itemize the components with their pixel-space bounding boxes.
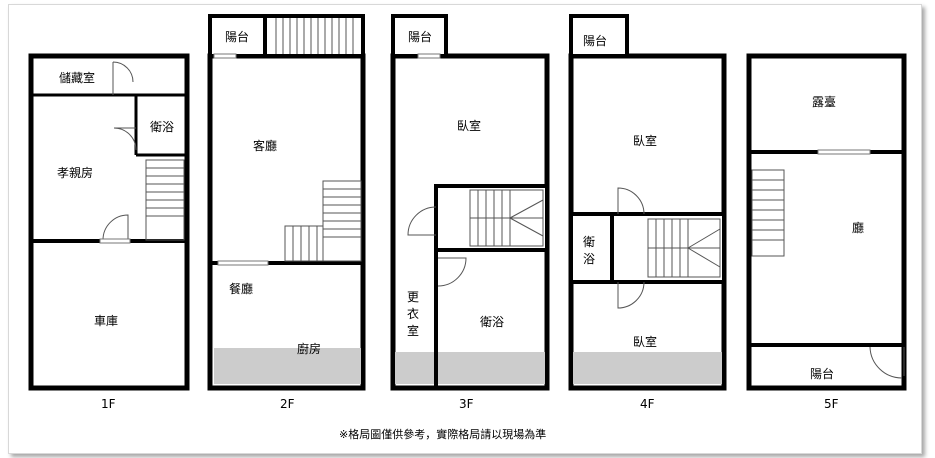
3f-bath-label: 衛浴 [480, 315, 504, 329]
floor-plan-4f: 陽台 臥室 衛 浴 臥室 4F [568, 14, 727, 411]
2f-dining-label: 餐廳 [229, 281, 253, 296]
1f-stairs [145, 159, 185, 241]
4f-bedroom2-label: 臥室 [633, 334, 657, 349]
3f-stairs [469, 189, 544, 247]
5f-balcony-label: 陽台 [810, 366, 834, 381]
floor-label-4f: 4F [640, 397, 655, 411]
5f-door [869, 346, 905, 379]
1f-bath-label: 衛浴 [150, 120, 174, 134]
5f-outer-wall [746, 53, 907, 391]
3f-closet-label-2: 衣 [407, 306, 419, 321]
5f-hall-label: 廳 [852, 220, 864, 235]
4f-doors [617, 187, 645, 309]
floor-label-1f: 1F [101, 397, 116, 411]
floor-label-2f: 2F [280, 397, 295, 411]
3f-closet-label-3: 室 [407, 323, 419, 338]
5f-stairs [751, 169, 785, 257]
4f-bath-label-1: 衛 [583, 235, 595, 249]
3f-balcony-label: 陽台 [408, 29, 432, 44]
floor-plan-3f: 陽台 臥室 更 衣 室 衛浴 3F [390, 14, 550, 411]
4f-bedroom1-label: 臥室 [633, 133, 657, 148]
1f-garage-label: 車庫 [94, 314, 118, 328]
2f-kitchen-floor [214, 348, 361, 384]
2f-stairs [284, 180, 362, 262]
1f-doors [99, 61, 137, 244]
disclaimer-note: ※格局圖僅供參考，實際格局請以現場為準 [339, 427, 546, 441]
4f-bath-label-2: 浴 [583, 252, 595, 266]
3f-bedroom-label: 臥室 [457, 118, 481, 133]
1f-outer-wall [28, 53, 190, 391]
1f-storage-label: 儲藏室 [59, 70, 95, 85]
3f-closet-label-1: 更 [407, 290, 419, 304]
floor-label-3f: 3F [459, 397, 474, 411]
2f-balcony-label: 陽台 [225, 29, 249, 44]
3f-doors [407, 206, 467, 287]
4f-balcony-label: 陽台 [583, 33, 607, 48]
2f-living-label: 客廳 [253, 138, 277, 153]
4f-stairs [647, 218, 721, 278]
floor-plan-5f: 露臺 廳 陽台 5F [746, 53, 907, 411]
floor-label-5f: 5F [824, 397, 839, 411]
floor-plan-2f: 陽台 客廳 餐廳 廚房 2F [207, 14, 366, 411]
floor-plan-1f: 儲藏室 衛浴 孝親房 車庫 1F [28, 53, 190, 411]
5f-terrace-label: 露臺 [812, 94, 836, 109]
2f-kitchen-label: 廚房 [297, 341, 321, 356]
2f-outer-wall [207, 53, 366, 391]
1f-elder-room-label: 孝親房 [57, 165, 93, 180]
